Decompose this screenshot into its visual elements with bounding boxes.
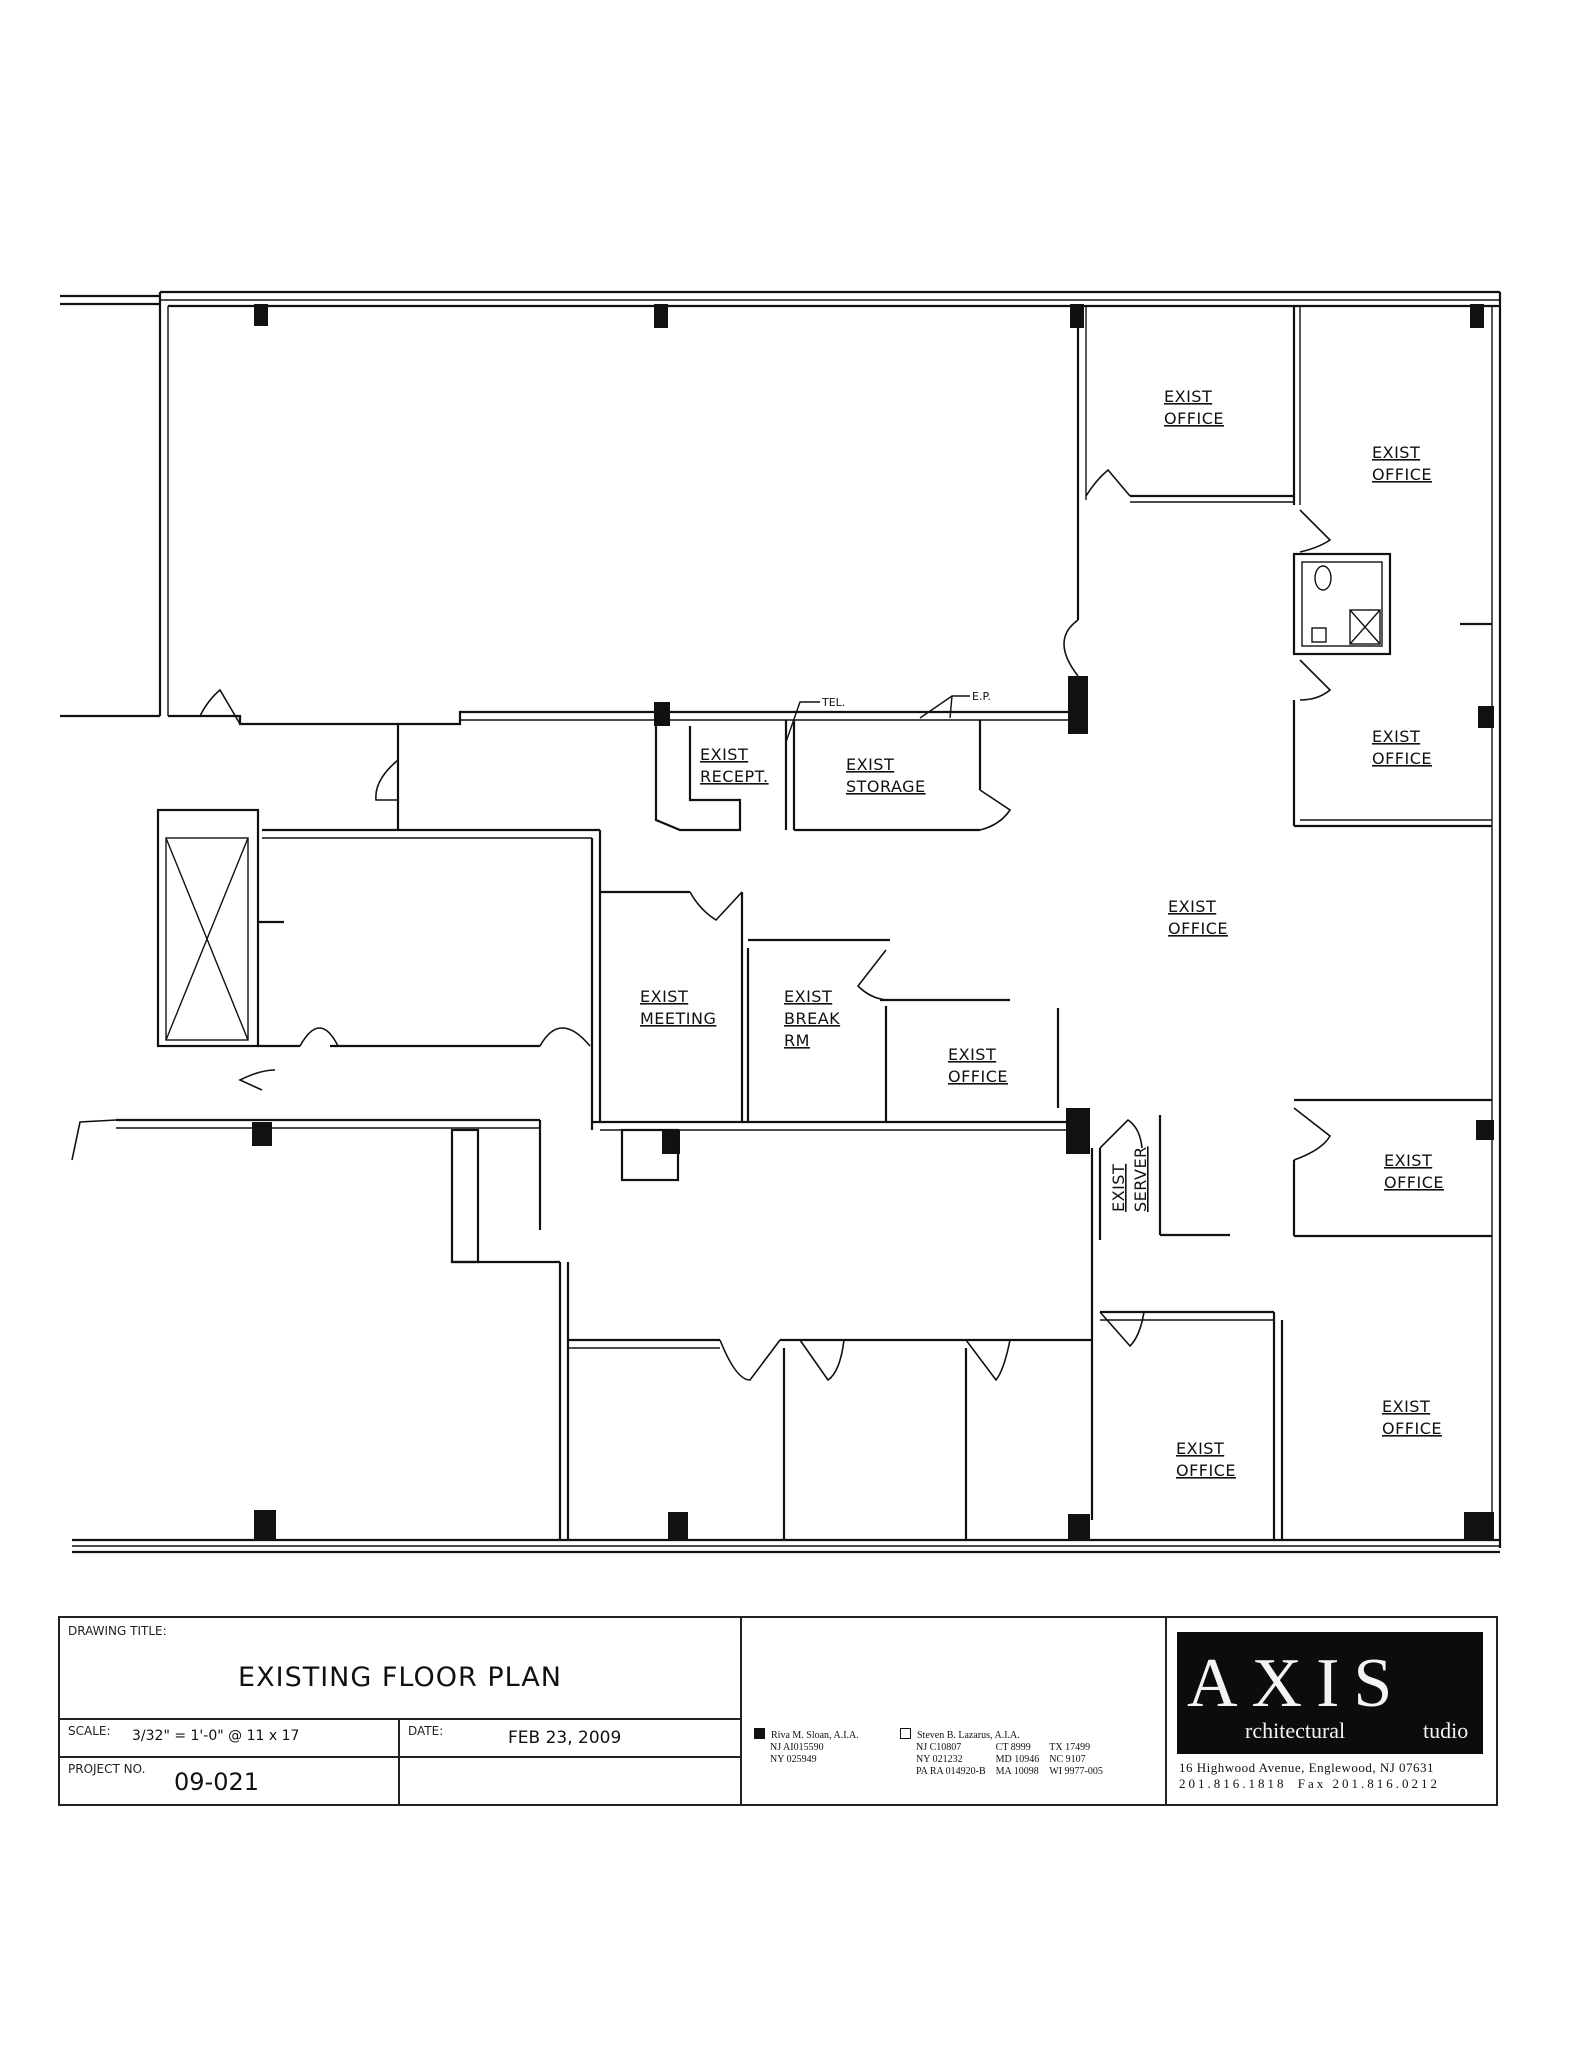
room-label: OFFICE [1384,1173,1444,1192]
structural-columns [252,304,1494,1540]
architect-licenses: Riva M. Sloan, A.I.A. NJ AI015590 NY 025… [740,1618,1167,1804]
license-cell: WI 9977-005 [1049,1766,1103,1777]
firm-address-block: 16 Highwood Avenue, Englewood, NJ 07631 … [1179,1760,1440,1792]
project-no-label: PROJECT NO. [68,1762,146,1776]
license-cell: NJ C10807 [916,1742,962,1753]
room-label: EXIST [1384,1151,1432,1170]
room-label: EXIST [1372,443,1420,462]
title-block: DRAWING TITLE: EXISTING FLOOR PLAN SCALE… [58,1616,1498,1806]
architect2-license-table: NJ C10807 CT 8999 TX 17499 NY 021232 MD … [916,1742,1113,1778]
date-label: DATE: [408,1724,444,1738]
room-label: EXIST [1168,897,1216,916]
architect2-license: Steven B. Lazarus, A.I.A. NJ C10807 CT 8… [900,1728,1113,1778]
date-value: FEB 23, 2009 [508,1728,622,1748]
room-label: OFFICE [1372,749,1432,768]
room-label: BREAK [784,1009,840,1028]
room-labels: EXIST OFFICE EXIST OFFICE EXIST OFFICE E… [640,387,1444,1480]
exterior-bottom-wall [72,1538,1500,1554]
room-label: EXIST [1382,1397,1430,1416]
room-label: OFFICE [948,1067,1008,1086]
room-label: RM [784,1031,810,1050]
license-cell: PA RA 014920-B [916,1766,986,1777]
tel-annotation: TEL. [821,696,845,709]
room-label: SERVER [1131,1146,1150,1212]
interior-walls-upper [168,306,1492,839]
project-row: PROJECT NO. 09-021 [60,1756,740,1804]
room-label: EXIST [1176,1439,1224,1458]
door-swings [71,468,1332,1382]
license-cell: TX 17499 [1049,1742,1091,1753]
interior-walls-lower [568,1310,1284,1540]
license-cell: MD 10946 [995,1754,1040,1765]
axis-logo: AXIS rchitectural tudio [1177,1632,1483,1754]
exterior-right-wall [1491,292,1502,1548]
firm-address: 16 Highwood Avenue, Englewood, NJ 07631 [1179,1760,1435,1775]
license-cell: NY 021232 [916,1754,963,1765]
room-label: EXIST [1109,1164,1128,1212]
logo-sub-left: rchitectural [1245,1718,1346,1743]
room-label: EXIST [784,987,832,1006]
firm-phone: 201.816.1818 [1179,1776,1287,1791]
scale-label: SCALE: [68,1724,111,1738]
drawing-title-cell: DRAWING TITLE: EXISTING FLOOR PLAN [60,1618,740,1720]
drawing-title: EXISTING FLOOR PLAN [238,1662,562,1693]
exterior-top-wall [60,290,1500,308]
title-block-info: DRAWING TITLE: EXISTING FLOOR PLAN SCALE… [60,1618,742,1804]
architect1-license-line: NY 025949 [770,1754,817,1765]
room-label: OFFICE [1372,465,1432,484]
scale-date-row: SCALE: 3/32" = 1'-0" @ 11 x 17 DATE: FEB… [60,1718,740,1758]
license-cell: NC 9107 [1049,1754,1086,1765]
left-walls [60,292,169,718]
room-label: EXIST [1164,387,1212,406]
ep-annotation: E.P. [972,690,991,703]
room-label: EXIST [700,745,748,764]
room-label: OFFICE [1164,409,1224,428]
room-label: EXIST [1372,727,1420,746]
room-label: MEETING [640,1009,716,1028]
architect1-license-line: NJ AI015590 [770,1742,824,1753]
checkbox-empty-icon [900,1728,911,1739]
room-label: OFFICE [1176,1461,1236,1480]
firm-fax: Fax 201.816.0212 [1297,1776,1440,1791]
project-no-value: 09-021 [174,1768,260,1796]
interior-walls-middle [116,808,1492,1540]
architect1-license: Riva M. Sloan, A.I.A. NJ AI015590 NY 025… [754,1728,859,1766]
room-label: EXIST [640,987,688,1006]
logo-sub-right: tudio [1423,1718,1469,1743]
license-cell: MA 10098 [995,1766,1039,1777]
room-label: EXIST [846,755,894,774]
drawing-title-label: DRAWING TITLE: [68,1624,167,1638]
checkbox-filled-icon [754,1728,765,1739]
logo-main-text: AXIS [1187,1645,1407,1722]
architect2-name: Steven B. Lazarus, A.I.A. [917,1730,1020,1741]
scale-value: 3/32" = 1'-0" @ 11 x 17 [132,1728,300,1744]
license-cell: CT 8999 [995,1742,1031,1753]
room-label: OFFICE [1382,1419,1442,1438]
firm-block: AXIS rchitectural tudio 16 Highwood Aven… [1165,1618,1496,1804]
room-label: EXIST [948,1045,996,1064]
room-label: STORAGE [846,777,926,796]
room-label: RECEPT. [700,767,769,786]
architect1-name: Riva M. Sloan, A.I.A. [771,1730,859,1741]
room-label: OFFICE [1168,919,1228,938]
